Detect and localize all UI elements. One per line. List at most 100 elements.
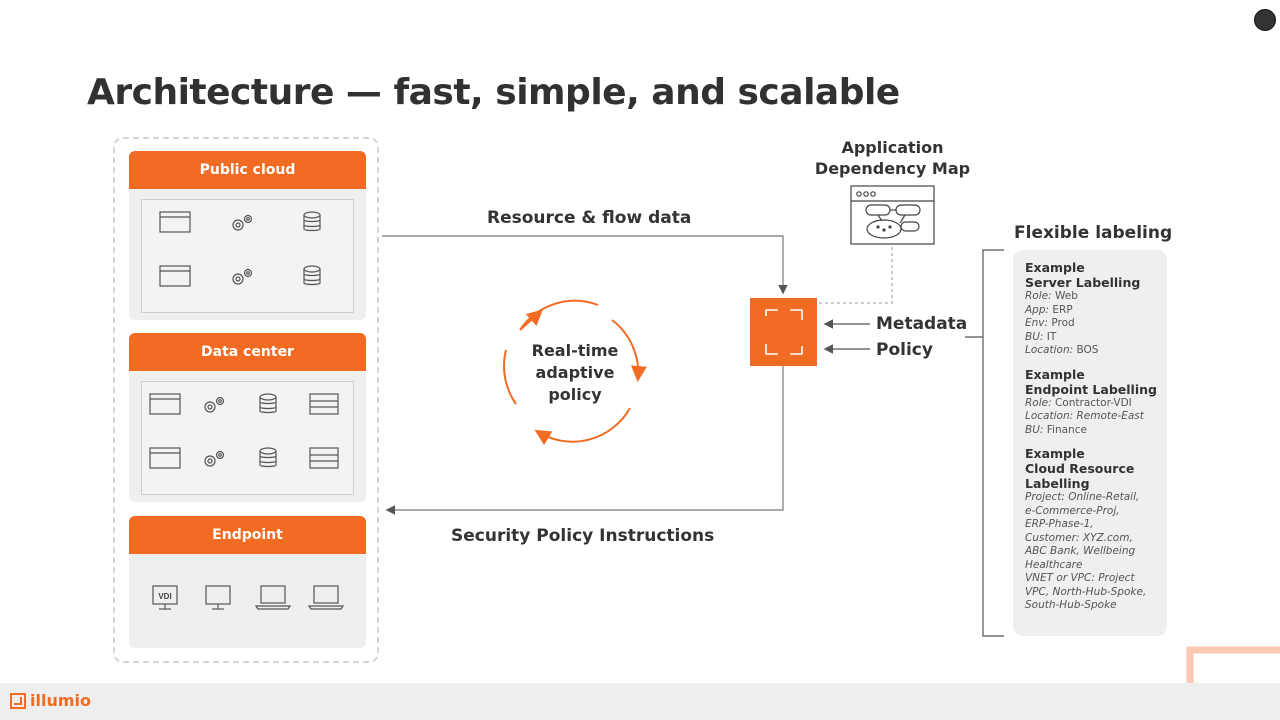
example-heading: Example [1025,446,1085,461]
label-bu: BU: Finance [1025,424,1167,438]
illumio-logo-icon [10,692,26,709]
server-labelling-example: Example Server Labelling Role: Web App: … [1025,260,1167,358]
resource-flow-label: Resource & flow data [487,208,692,228]
vdi-label: VDI [158,592,171,601]
cycle-arrows-icon [503,299,647,446]
server-rack-icon [309,393,339,415]
endpoint-icons: VDI [152,585,345,610]
database-icon [303,265,321,286]
resource-flow-arrow [382,235,788,295]
endpoint-panel: Endpoint VDI [129,516,366,648]
label-location: Location: Remote-East [1025,410,1167,424]
label-role: Role: Web [1025,290,1167,304]
label-value: IT [1043,330,1057,343]
adm-dotted-connector [818,247,893,304]
label-text: South-Hub-Spoke [1025,599,1117,611]
cycle-line-1: Real-time [531,341,619,360]
workload-envelope [113,137,379,663]
data-center-icons [149,393,339,469]
server-rack-icon [309,447,339,469]
label-value: Contractor-VDI [1051,396,1132,409]
cycle-line-3: policy [548,385,602,404]
laptop-icon [307,585,345,610]
label-env: Env: Prod [1025,317,1167,331]
label-line: ABC Bank, Wellbeing [1025,545,1167,559]
label-key: Location: [1025,344,1074,356]
page-title: Architecture — fast, simple, and scalabl… [87,72,900,113]
label-text: VNET or VPC: Project [1025,572,1135,584]
illumio-logo: illumio [10,691,91,710]
label-line: Customer: XYZ.com, [1025,532,1167,546]
endpoint-header: Endpoint [129,516,366,554]
label-line: e-Commerce-Proj, [1025,505,1167,519]
example-subheading: Endpoint Labelling [1025,381,1157,397]
label-key: BU: [1025,330,1044,343]
server-window-icon [149,393,181,415]
label-key: App: [1025,303,1050,316]
database-icon [259,393,277,414]
cycle-line-2: adaptive [535,363,615,382]
label-text: Project: Online-Retail, [1025,491,1140,503]
record-indicator [1254,9,1276,31]
server-window-icon [159,211,191,233]
policy-label: Policy [876,340,933,360]
database-icon [303,211,321,232]
data-center-header: Data center [129,333,366,371]
gear-icon [204,396,225,413]
label-text: ERP-Phase-1, [1025,518,1094,530]
app-dependency-map-icon [850,185,935,245]
public-cloud-workloads [141,199,354,313]
label-line: Healthcare [1025,559,1167,573]
label-text: ABC Bank, Wellbeing [1025,545,1136,557]
label-value: Finance [1043,423,1087,436]
label-value: Web [1051,290,1078,302]
label-location: Location: BOS [1025,344,1167,358]
security-policy-label: Security Policy Instructions [451,526,715,546]
label-line: ERP-Phase-1, [1025,518,1167,532]
cycle-caption: Real-time adaptive policy [520,340,630,406]
server-window-icon [149,447,181,469]
data-center-panel: Data center [129,333,366,502]
metadata-label: Metadata [876,314,968,334]
illumio-logo-text: illumio [30,691,91,710]
label-bu: BU: IT [1025,331,1167,345]
adm-title: Application Dependency Map [800,137,985,179]
adm-title-line-1: Application [841,138,944,157]
security-policy-arrow [385,366,784,515]
label-line: VPC, North-Hub-Spoke, [1025,586,1167,600]
public-cloud-panel: Public cloud [129,151,366,320]
endpoint-labelling-example: Example Endpoint Labelling Role: Contrac… [1025,367,1167,438]
example-heading: Example [1025,366,1085,382]
laptop-icon [254,585,292,610]
label-value: BOS [1073,344,1099,356]
label-line: South-Hub-Spoke [1025,599,1167,613]
label-key: Env: [1025,317,1049,329]
label-value: Prod [1048,317,1075,329]
label-role: Role: Contractor-VDI [1025,397,1167,411]
labeling-bracket [982,249,1004,637]
policy-engine-box [750,298,817,366]
flexible-labeling-title: Flexible labeling [1014,223,1173,243]
example-subheading: Server Labelling [1025,275,1141,290]
example-subheading: Cloud Resource [1025,461,1135,476]
public-cloud-header: Public cloud [129,151,366,189]
label-key: Location: Remote-East [1025,410,1144,422]
labeling-examples-card: Example Server Labelling Role: Web App: … [1013,250,1167,636]
label-key: BU: [1025,423,1044,436]
public-cloud-icons [159,211,321,287]
label-text: Healthcare [1025,558,1083,571]
data-center-workloads [141,381,354,495]
label-text: Customer: XYZ.com, [1025,531,1133,544]
label-line: Project: Online-Retail, [1025,491,1167,505]
label-key: Role: [1025,396,1052,409]
footer-bar [0,683,1280,720]
vdi-monitor-icon [152,585,178,610]
label-value: ERP [1049,303,1073,316]
gear-icon [232,214,253,231]
label-app: App: ERP [1025,304,1167,318]
label-line: VNET or VPC: Project [1025,572,1167,586]
label-key: Role: [1025,290,1052,302]
database-icon [259,447,277,468]
label-text: e-Commerce-Proj, [1025,504,1120,517]
